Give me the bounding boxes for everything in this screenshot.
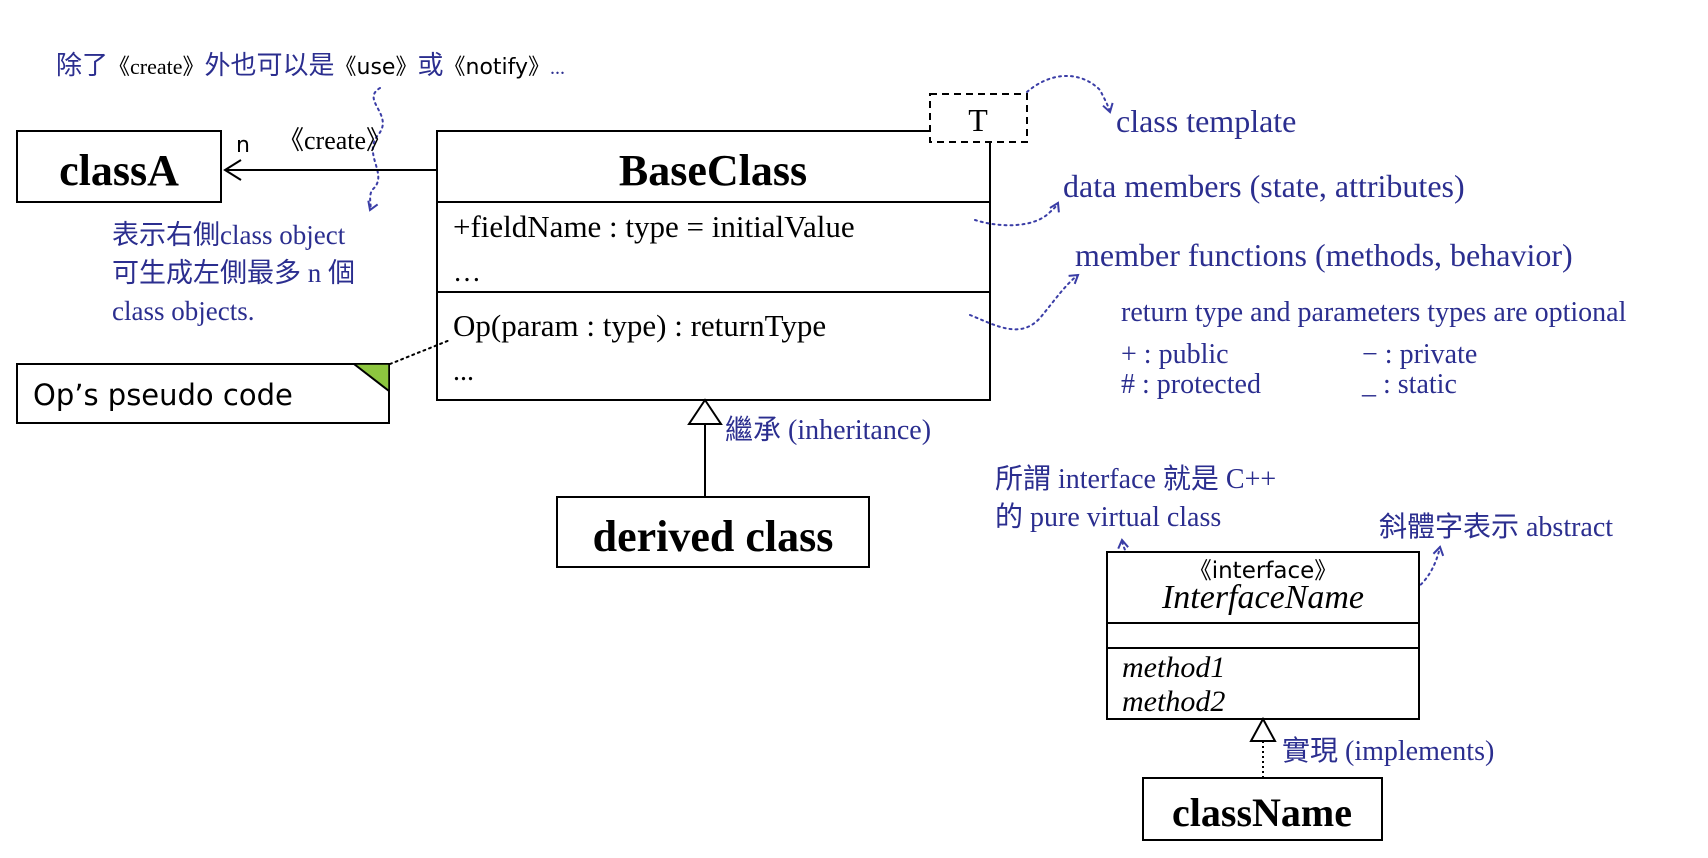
create-stereotype-label: 《create》 xyxy=(278,126,392,155)
classA-box xyxy=(16,130,222,203)
interface-box xyxy=(1106,551,1420,720)
field-declaration: +fieldName : type = initialValue xyxy=(453,209,855,244)
interface-method-2: method2 xyxy=(1122,685,1225,718)
interface-name: InterfaceName xyxy=(1161,579,1364,616)
classA-note-line-1: 表示右側class object xyxy=(112,220,346,250)
classA-note-line-2: 可生成左側最多 n 個 xyxy=(112,258,355,288)
italic-abstract-note: 斜體字表示 abstract xyxy=(1379,511,1613,543)
visibility-static: _ : static xyxy=(1361,369,1457,400)
base-class-dividers xyxy=(437,201,990,293)
template-parameter-box xyxy=(929,93,1028,143)
classA-name: classA xyxy=(59,146,179,195)
interface-dividers xyxy=(1107,622,1419,649)
field-ellipsis: … xyxy=(453,257,481,288)
association-arrowhead xyxy=(223,159,242,181)
member-functions-label: member functions (methods, behavior) xyxy=(1075,237,1573,273)
operation-ellipsis: ... xyxy=(453,356,474,387)
interface-method-1: method1 xyxy=(1122,651,1225,684)
note-fold-edge xyxy=(353,363,390,392)
operation-declaration: Op(param : type) : returnType xyxy=(453,308,826,343)
data-members-label: data members (state, attributes) xyxy=(1063,168,1465,204)
stereotype-note: 除了《create》外也可以是《use》或《notify》... xyxy=(56,51,565,80)
classA-create-note: 表示右側class object 可生成左側最多 n 個 class objec… xyxy=(112,220,362,326)
derived-class-name: derived class xyxy=(593,512,834,561)
inheritance-triangle xyxy=(687,398,723,425)
interface-note-line-1: 所謂 interface 就是 C++ xyxy=(995,463,1276,495)
derived-class-box xyxy=(556,496,870,568)
visibility-protected: # : protected xyxy=(1121,369,1261,400)
implements-label: 實現 (implements) xyxy=(1282,735,1494,767)
optional-types-note: return type and parameters types are opt… xyxy=(1121,297,1627,328)
inheritance-label: 繼承 (inheritance) xyxy=(725,414,931,446)
pseudo-code-note xyxy=(16,363,390,424)
note-connector xyxy=(389,339,451,365)
member-functions-connector xyxy=(969,273,1080,331)
classA-note-line-3: class objects. xyxy=(112,296,254,326)
class-name-box xyxy=(1142,777,1383,841)
interface-note-line-2: 的 pure virtual class xyxy=(995,501,1221,533)
class-name: className xyxy=(1172,790,1352,835)
interface-stereotype: 《interface》 xyxy=(1189,558,1338,584)
visibility-public: + : public xyxy=(1121,339,1229,370)
template-parameter: T xyxy=(968,102,988,138)
stereotype-note-connector xyxy=(367,87,384,212)
visibility-private: − : private xyxy=(1362,339,1477,370)
interface-note: 所謂 interface 就是 C++ 的 pure virtual class xyxy=(995,463,1283,533)
multiplicity-label: n xyxy=(236,133,250,158)
implements-triangle xyxy=(1249,716,1277,742)
base-class-name: BaseClass xyxy=(619,146,807,195)
pseudo-code-text: Op’s pseudo code xyxy=(33,378,293,412)
data-members-connector xyxy=(974,201,1060,227)
base-class-box xyxy=(436,130,991,401)
class-template-connector xyxy=(1026,75,1114,114)
class-template-label: class template xyxy=(1116,103,1296,139)
